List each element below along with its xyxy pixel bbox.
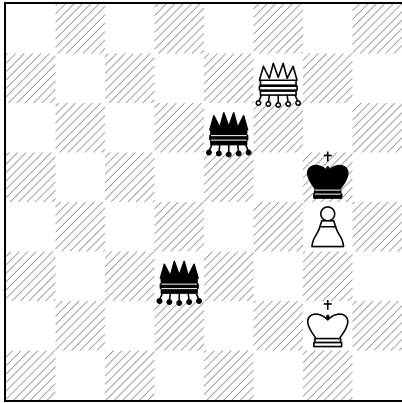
square-e5[interactable] (204, 153, 254, 203)
square-h7[interactable] (353, 54, 402, 104)
square-h8[interactable] (353, 4, 402, 54)
square-d7[interactable] (155, 54, 205, 104)
square-h3[interactable] (353, 252, 402, 302)
square-g1[interactable] (303, 351, 353, 401)
square-f8[interactable] (254, 4, 304, 54)
square-f5[interactable] (254, 153, 304, 203)
square-c2[interactable] (105, 301, 155, 351)
square-h1[interactable] (353, 351, 402, 401)
chess-board (4, 2, 402, 402)
square-a6[interactable] (6, 103, 56, 153)
square-f6[interactable] (254, 103, 304, 153)
square-c5[interactable] (105, 153, 155, 203)
square-b5[interactable] (56, 153, 106, 203)
square-f3[interactable] (254, 252, 304, 302)
square-d5[interactable] (155, 153, 205, 203)
square-d1[interactable] (155, 351, 205, 401)
square-h2[interactable] (353, 301, 402, 351)
square-c8[interactable] (105, 4, 155, 54)
square-a4[interactable] (6, 202, 56, 252)
square-c3[interactable] (105, 252, 155, 302)
square-b7[interactable] (56, 54, 106, 104)
square-b1[interactable] (56, 351, 106, 401)
square-d2[interactable] (155, 301, 205, 351)
square-b6[interactable] (56, 103, 106, 153)
square-b4[interactable] (56, 202, 106, 252)
square-g7[interactable] (303, 54, 353, 104)
square-e1[interactable] (204, 351, 254, 401)
square-a3[interactable] (6, 252, 56, 302)
square-f4[interactable] (254, 202, 304, 252)
square-a1[interactable] (6, 351, 56, 401)
white-pawn-icon[interactable] (307, 207, 349, 251)
square-a5[interactable] (6, 153, 56, 203)
square-c7[interactable] (105, 54, 155, 104)
square-b8[interactable] (56, 4, 106, 54)
square-e8[interactable] (204, 4, 254, 54)
square-d8[interactable] (155, 4, 205, 54)
square-e7[interactable] (204, 54, 254, 104)
square-c6[interactable] (105, 103, 155, 153)
square-d4[interactable] (155, 202, 205, 252)
square-h6[interactable] (353, 103, 402, 153)
square-c4[interactable] (105, 202, 155, 252)
square-f1[interactable] (254, 351, 304, 401)
square-b3[interactable] (56, 252, 106, 302)
square-b2[interactable] (56, 301, 106, 351)
square-a8[interactable] (6, 4, 56, 54)
square-g3[interactable] (303, 252, 353, 302)
square-e2[interactable] (204, 301, 254, 351)
square-h4[interactable] (353, 202, 402, 252)
square-c1[interactable] (105, 351, 155, 401)
square-a7[interactable] (6, 54, 56, 104)
square-e3[interactable] (204, 252, 254, 302)
square-e4[interactable] (204, 202, 254, 252)
square-g6[interactable] (303, 103, 353, 153)
square-g8[interactable] (303, 4, 353, 54)
square-f2[interactable] (254, 301, 304, 351)
square-d6[interactable] (155, 103, 205, 153)
square-h5[interactable] (353, 153, 402, 203)
square-a2[interactable] (6, 301, 56, 351)
